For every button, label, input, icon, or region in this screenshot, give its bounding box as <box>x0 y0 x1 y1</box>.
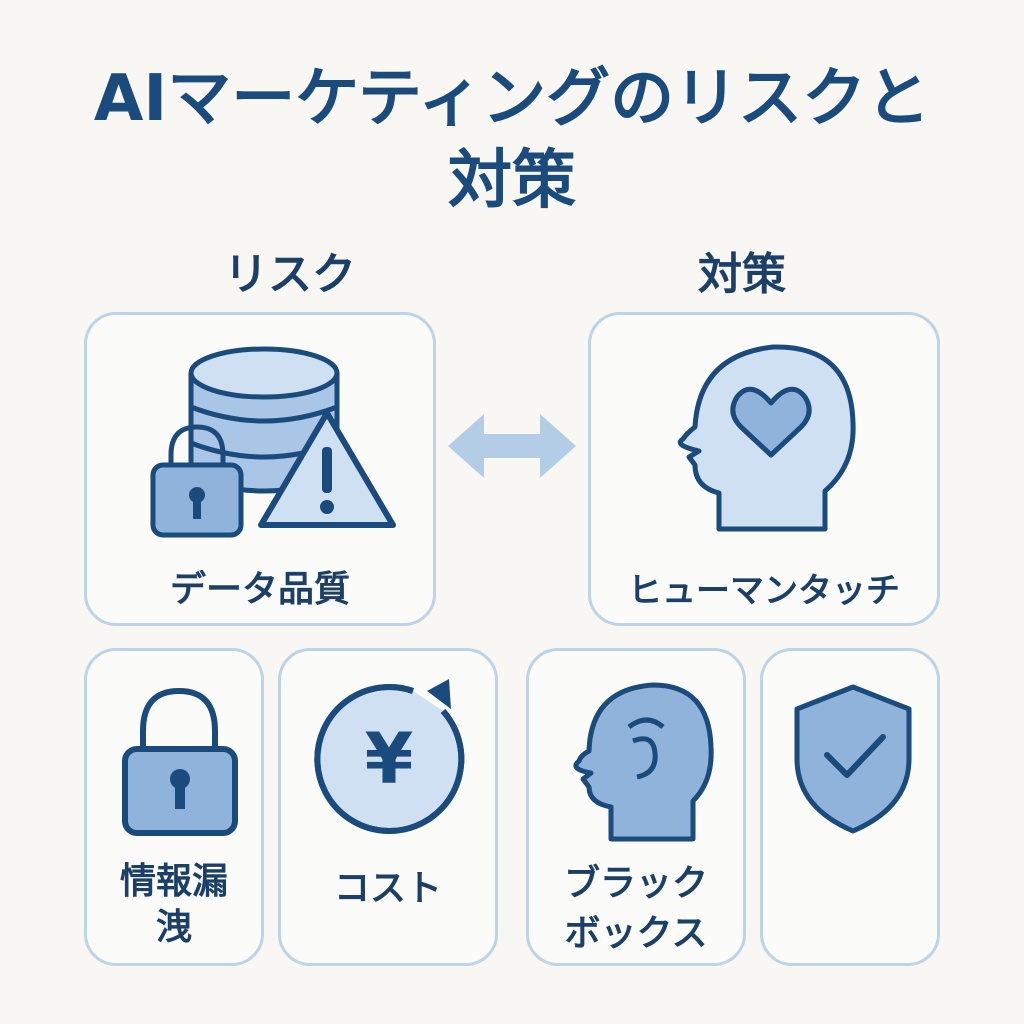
black-box-label: ブラック ボックス <box>529 859 743 959</box>
security-card <box>760 648 940 966</box>
cost-illustration: ¥ <box>314 679 465 834</box>
head-heart-icon <box>677 344 856 532</box>
countermeasure-column-heading: 対策 <box>698 249 786 300</box>
cost-label: コスト <box>333 868 442 909</box>
info-leak-card: 情報漏 洩 <box>84 648 264 966</box>
data-quality-label: データ品質 <box>169 569 350 610</box>
padlock-icon <box>122 687 238 836</box>
black-box-card: ブラック ボックス <box>526 648 746 966</box>
human-touch-illustration <box>677 344 856 532</box>
cost-card: ¥ コスト <box>278 648 498 966</box>
page-title: AIマーケティングのリスクと 対策 <box>0 58 1024 222</box>
black-box-label-line-1: ブラック <box>563 863 708 904</box>
black-box-label-line-2: ボックス <box>564 913 708 954</box>
title-line-2: 対策 <box>448 144 576 218</box>
title-line-1: AIマーケティングのリスクと <box>93 62 931 136</box>
info-leak-label-line-2: 洩 <box>155 907 192 948</box>
shield-check-icon <box>794 684 912 834</box>
data-quality-card: データ品質 <box>84 312 436 626</box>
security-illustration <box>794 684 912 834</box>
head-ear-icon <box>573 682 714 842</box>
warning-icon <box>258 410 396 528</box>
lock-icon <box>150 424 244 538</box>
info-leak-label-line-1: 情報漏 <box>119 861 228 902</box>
svg-text:¥: ¥ <box>365 718 414 800</box>
risk-column-heading: リスク <box>224 249 356 300</box>
double-arrow-icon <box>448 414 576 478</box>
info-leak-label: 情報漏 洩 <box>87 859 261 951</box>
human-touch-card: ヒューマンタッチ <box>588 312 940 626</box>
black-box-illustration <box>573 682 714 842</box>
info-leak-illustration <box>122 687 238 836</box>
human-touch-label: ヒューマンタッチ <box>628 571 900 611</box>
data-quality-illustration <box>150 346 396 538</box>
yen-cycle-icon: ¥ <box>314 679 465 834</box>
